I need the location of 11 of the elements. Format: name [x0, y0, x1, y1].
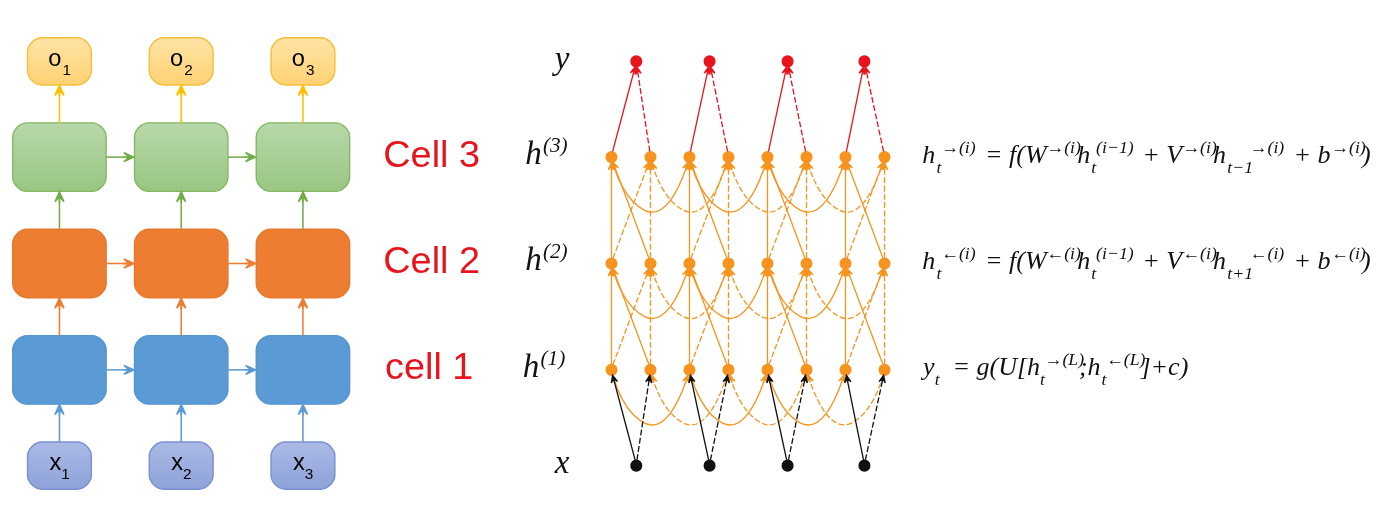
label: cell 1 [385, 345, 474, 388]
label: h$^{(3)}$ [525, 133, 568, 172]
label: h$^{(1)}$ [522, 345, 566, 384]
label: Cell 3 [383, 132, 481, 175]
label: Cell 2 [383, 239, 481, 282]
label: h$^{(2)}$ [525, 239, 568, 278]
label: y$_{t}$ = g(U[h$_{t}$$^{→(L)}$;h$_{t}$$^{←(L)}$]+c) [922, 349, 1189, 390]
label: x [554, 444, 570, 481]
label: h$_{t}$$^{→(i)}$ = f(W$^{→(i)}$h$_{t}$$^{(i−1)}$ + V$^{→(i)}$h$_{t−1}$$^{→(i)}$ + b$^{→(i)}$) [922, 136, 1371, 177]
label: h$_{t}$$^{←(i)}$ = f(W$^{←(i)}$h$_{t}$$^{(i−1)}$ + V$^{←(i)}$h$_{t+1}$$^{←(i)}$ + b$^{←(i)}$) [922, 242, 1371, 283]
label: y [554, 39, 570, 76]
